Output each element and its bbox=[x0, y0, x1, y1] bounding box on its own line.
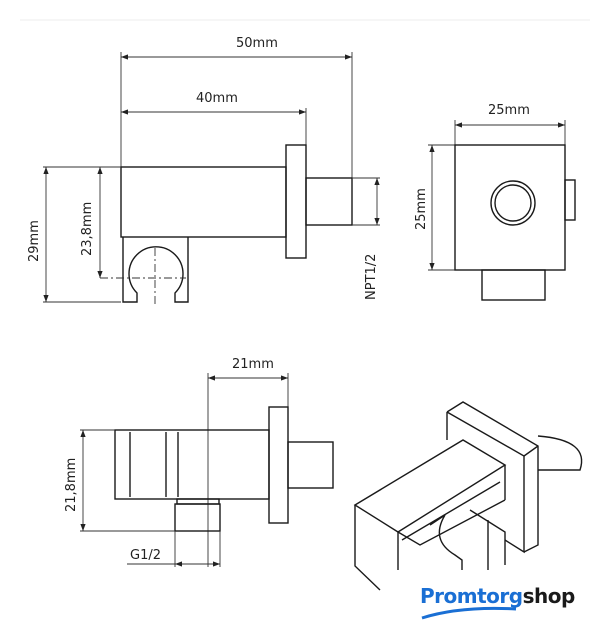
dim-label-40mm: 40mm bbox=[196, 91, 238, 106]
logo-part1: Promtorg bbox=[420, 584, 523, 608]
dim-label-npt: NPT1/2 bbox=[364, 254, 379, 300]
flange bbox=[285, 144, 307, 259]
dim-label-21mm: 21mm bbox=[232, 357, 274, 372]
dim-label-29mm: 29mm bbox=[27, 220, 42, 262]
dim-label-23-8mm: 23,8mm bbox=[80, 202, 95, 256]
hose-holder bbox=[122, 237, 189, 303]
dim-label-25mm-height: 25mm bbox=[414, 188, 429, 230]
dim-label-50mm: 50mm bbox=[236, 36, 278, 51]
bottom-view: 21mm 21,8mm G1/2 bbox=[64, 357, 334, 567]
body bbox=[120, 166, 287, 238]
promtorgshop-logo: Promtorgshop bbox=[420, 584, 575, 608]
isometric-view bbox=[353, 401, 583, 591]
dim-label-25mm-width: 25mm bbox=[488, 103, 530, 118]
nipple bbox=[305, 177, 353, 226]
dim-label-g1-2: G1/2 bbox=[130, 548, 161, 563]
dim-label-21-8mm: 21,8mm bbox=[64, 458, 79, 512]
logo-swoosh-icon bbox=[421, 606, 517, 620]
side-view: 50mm 40mm 29mm 23,8mm NPT1/2 bbox=[27, 36, 380, 307]
front-view: 25mm 25mm bbox=[414, 103, 576, 301]
logo-part2: shop bbox=[522, 584, 576, 608]
